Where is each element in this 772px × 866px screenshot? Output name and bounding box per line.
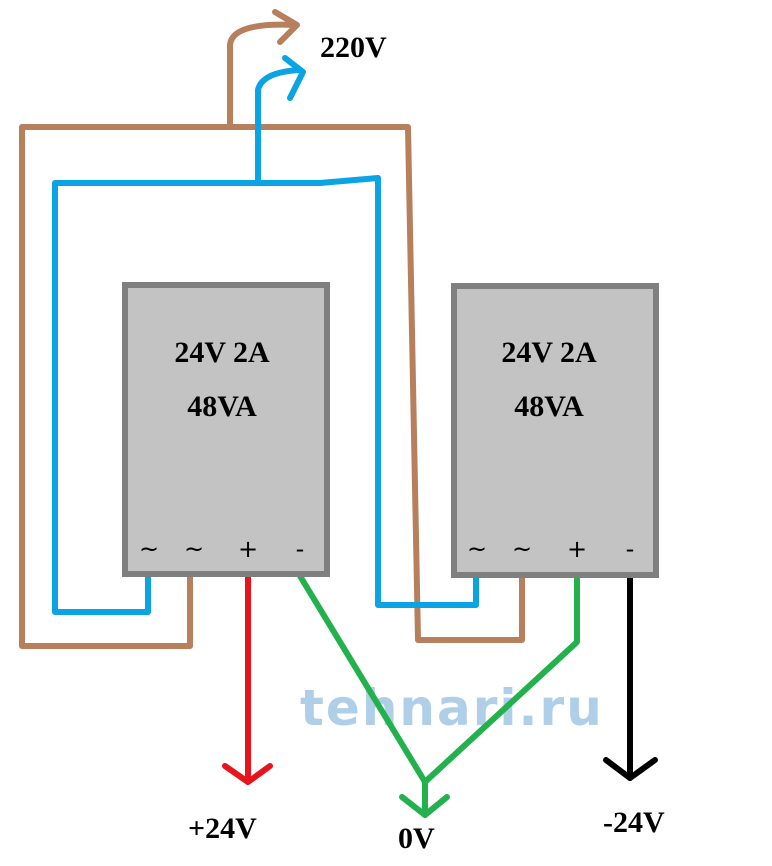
positive-output-wire: [222, 573, 273, 785]
terminal-plus: +: [567, 535, 587, 563]
terminal-plus: +: [238, 535, 258, 563]
psu-unit-2: 24V 2A 48VA ~ ~ + -: [451, 283, 659, 578]
terminal-ac-1: ~: [139, 535, 159, 563]
psu-rating: 24V 2A: [174, 336, 270, 369]
terminal-ac-1: ~: [467, 535, 487, 563]
blue-wire: [52, 55, 479, 615]
supply-input-label: 220V: [320, 31, 387, 64]
brown-wire: [19, 9, 525, 649]
watermark: tehnari.ru: [300, 679, 604, 737]
zero-output-wire: [297, 573, 580, 818]
psu-power: 48VA: [187, 390, 257, 423]
positive-output-label: +24V: [188, 812, 257, 845]
psu-rating: 24V 2A: [501, 336, 597, 369]
terminal-minus: -: [626, 535, 635, 563]
terminal-ac-2: ~: [512, 535, 532, 563]
terminal-ac-2: ~: [184, 535, 204, 563]
negative-output-label: -24V: [603, 806, 665, 839]
psu-unit-1: 24V 2A 48VA ~ ~ + -: [122, 282, 330, 577]
psu-power: 48VA: [514, 390, 584, 423]
negative-output-wire: [603, 574, 658, 781]
zero-output-label: 0V: [398, 822, 435, 855]
terminal-minus: -: [296, 535, 305, 563]
